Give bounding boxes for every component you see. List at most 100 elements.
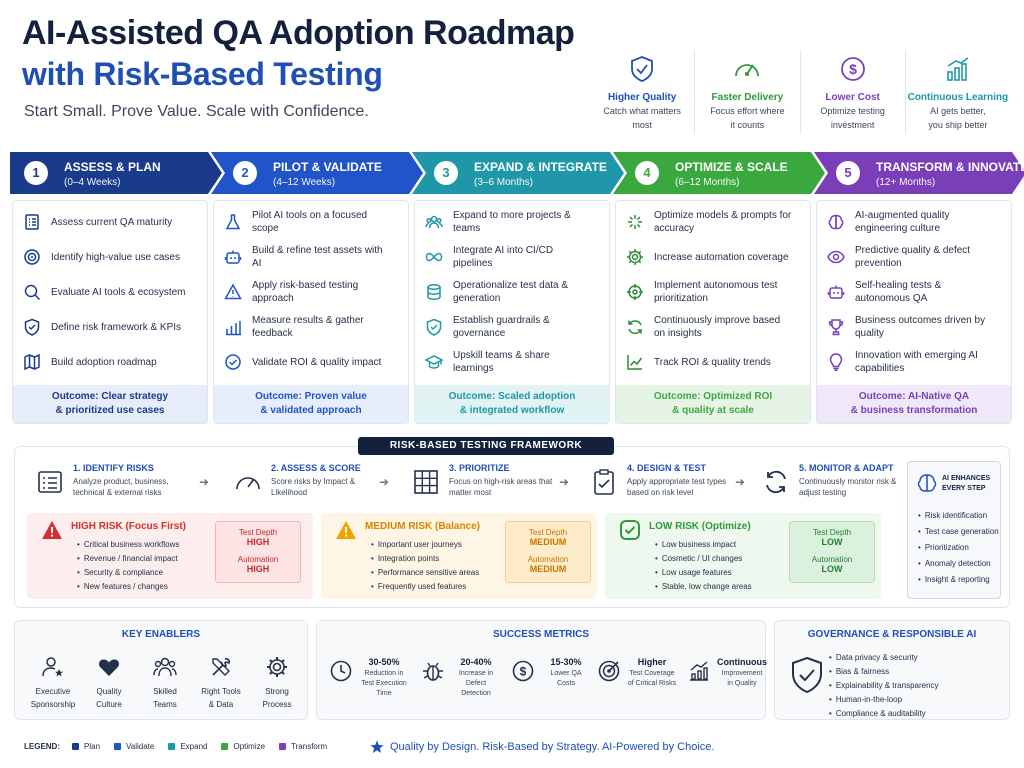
outcome-line: & validated approach xyxy=(260,405,362,416)
shield-icon xyxy=(426,318,442,336)
phase-name: EXPAND & INTEGRATE xyxy=(474,160,607,174)
panel-title: SUCCESS METRICS xyxy=(492,629,590,640)
phase-outcome: Outcome: Clear strategy & prioritized use… xyxy=(13,385,207,423)
legend-item-transform: Transform xyxy=(279,742,327,751)
heart-icon xyxy=(99,659,119,676)
metric-label-line: Test Execution xyxy=(361,680,407,687)
metric-label-line: Lower QA xyxy=(550,670,582,677)
benefit-faster-delivery: Faster Delivery Focus effort where it co… xyxy=(694,50,799,134)
warning-icon xyxy=(336,521,356,539)
phase-item-label: Innovation with emerging AI capabilities xyxy=(855,350,978,374)
phase-item-label: Upskill teams & share learnings xyxy=(453,350,550,374)
shield-check-icon xyxy=(24,318,40,336)
risk-item: Integration points xyxy=(378,552,479,566)
key-enablers-panel: KEY ENABLERS Executive Sponsorship Quali… xyxy=(14,620,308,720)
check-circle-icon xyxy=(620,520,640,540)
risk-framework-panel: 1. IDENTIFY RISKS Analyze product, busin… xyxy=(14,446,1010,608)
risk-item: Cosmetic / UI changes xyxy=(662,552,752,566)
benefit-desc: it counts xyxy=(730,120,765,130)
ai-item: Test case generation xyxy=(925,524,999,540)
outcome-line: Outcome: Clear strategy xyxy=(51,391,169,402)
growth-chart-icon xyxy=(947,57,969,81)
outcome-line: & prioritized use cases xyxy=(55,405,165,416)
benefit-title: Continuous Learning xyxy=(907,92,1009,103)
enabler-label: Culture xyxy=(96,700,122,709)
phase-duration: (6–12 Months) xyxy=(675,177,740,188)
page-title: AI-Assisted QA Adoption Roadmap xyxy=(22,14,575,52)
flask-icon xyxy=(225,214,241,230)
gauge-icon xyxy=(236,477,260,490)
risk-item: Revenue / financial impact xyxy=(84,552,179,566)
risk-item: Performance sensitive areas xyxy=(378,566,479,580)
map-icon xyxy=(24,353,40,371)
enabler-skilled-teams: Skilled Teams xyxy=(137,655,193,710)
benefit-desc: Catch what matters xyxy=(603,106,681,116)
benefit-title: Higher Quality xyxy=(607,92,677,103)
risk-item: Stable, low change areas xyxy=(662,580,752,594)
lightbulb-icon xyxy=(829,353,843,371)
governance-item: Bias & fairness xyxy=(836,665,939,679)
automation-label: Automation xyxy=(237,555,279,564)
depth-label: Test Depth xyxy=(528,528,568,537)
page-subtitle: with Risk-Based Testing xyxy=(22,56,383,92)
legend-label: Plan xyxy=(84,742,101,751)
phase-duration: (12+ Months) xyxy=(876,177,936,188)
risk-item: Frequently used features xyxy=(378,580,479,594)
risk-title: LOW RISK (Optimize) xyxy=(649,521,751,532)
motto-text: Quality by Design. Risk-Based by Strateg… xyxy=(390,741,715,753)
checklist-icon xyxy=(25,214,39,230)
automation-label: Automation xyxy=(527,555,569,564)
benefit-desc: most xyxy=(632,120,652,130)
ai-item: Prioritization xyxy=(925,540,999,556)
phase-item-label: Expand to more projects & teams xyxy=(453,210,571,234)
phase-number: 4 xyxy=(635,161,659,185)
enabler-quality-culture: Quality Culture xyxy=(81,655,137,710)
team-icon xyxy=(153,657,177,677)
metric-label-line: Detection xyxy=(461,690,491,697)
metric-label-line: Increase in Defect xyxy=(458,670,494,687)
phase-name: ASSESS & PLAN xyxy=(64,160,161,174)
ai-brain-icon xyxy=(828,214,844,230)
phase-item: Innovation with emerging AI capabilities xyxy=(827,347,995,377)
ai-brain-icon xyxy=(917,474,937,492)
clock-icon xyxy=(330,660,352,682)
legend-swatch xyxy=(168,743,176,750)
phase-item-label: Evaluate AI tools & ecosystem xyxy=(51,286,186,298)
phase-item: Establish guardrails & governance xyxy=(425,312,593,342)
target-icon xyxy=(598,660,620,682)
governance-item: Human-in-the-loop xyxy=(836,693,939,707)
phase-item: Implement autonomous test prioritization xyxy=(626,277,794,307)
refresh-icon xyxy=(628,320,642,335)
risk-depth-box: Test Depth MEDIUM Automation MEDIUM xyxy=(505,521,591,583)
step-title: 5. MONITOR & ADAPT xyxy=(799,463,894,473)
enabler-label: Process xyxy=(262,700,292,709)
ai-item: Anomaly detection xyxy=(925,556,999,572)
phase-item-label: Pilot AI tools on a focused scope xyxy=(252,210,368,234)
motto: Quality by Design. Risk-Based by Strateg… xyxy=(370,740,714,754)
phase-item: Assess current QA maturity xyxy=(23,207,191,237)
outcome-line: Outcome: Proven value xyxy=(255,391,367,402)
phase-item-label: Increase automation coverage xyxy=(654,251,789,263)
risk-depth-box: Test Depth HIGH Automation HIGH xyxy=(215,521,301,583)
outcome-line: & integrated workflow xyxy=(459,405,565,416)
phase-item-label: Track ROI & quality trends xyxy=(654,356,771,368)
phase-duration: (0–4 Weeks) xyxy=(64,177,121,188)
metric-label-line: in Quality xyxy=(727,680,757,687)
legend: LEGEND: Plan Validate Expand Optimize Tr… xyxy=(24,742,341,751)
phase-card-5: AI-augmented quality engineering culture… xyxy=(816,200,1012,424)
tools-icon xyxy=(212,657,230,676)
phase-item-label: Integrate AI into CI/CD pipelines xyxy=(453,245,554,269)
phase-item: Evaluate AI tools & ecosystem xyxy=(23,277,191,307)
arrow-right-icon: ➜ xyxy=(199,475,210,489)
risk-high: HIGH RISK (Focus First) Critical busines… xyxy=(27,513,313,599)
legend-label: Transform xyxy=(291,742,328,751)
governance-panel: GOVERNANCE & RESPONSIBLE AI Data privacy… xyxy=(774,620,1010,720)
phase-item: Predictive quality & defect prevention xyxy=(827,242,995,272)
panel-title: GOVERNANCE & RESPONSIBLE AI xyxy=(807,629,977,640)
step-title: 4. DESIGN & TEST xyxy=(627,463,707,473)
bug-icon xyxy=(423,662,443,681)
infinity-icon xyxy=(425,252,443,262)
